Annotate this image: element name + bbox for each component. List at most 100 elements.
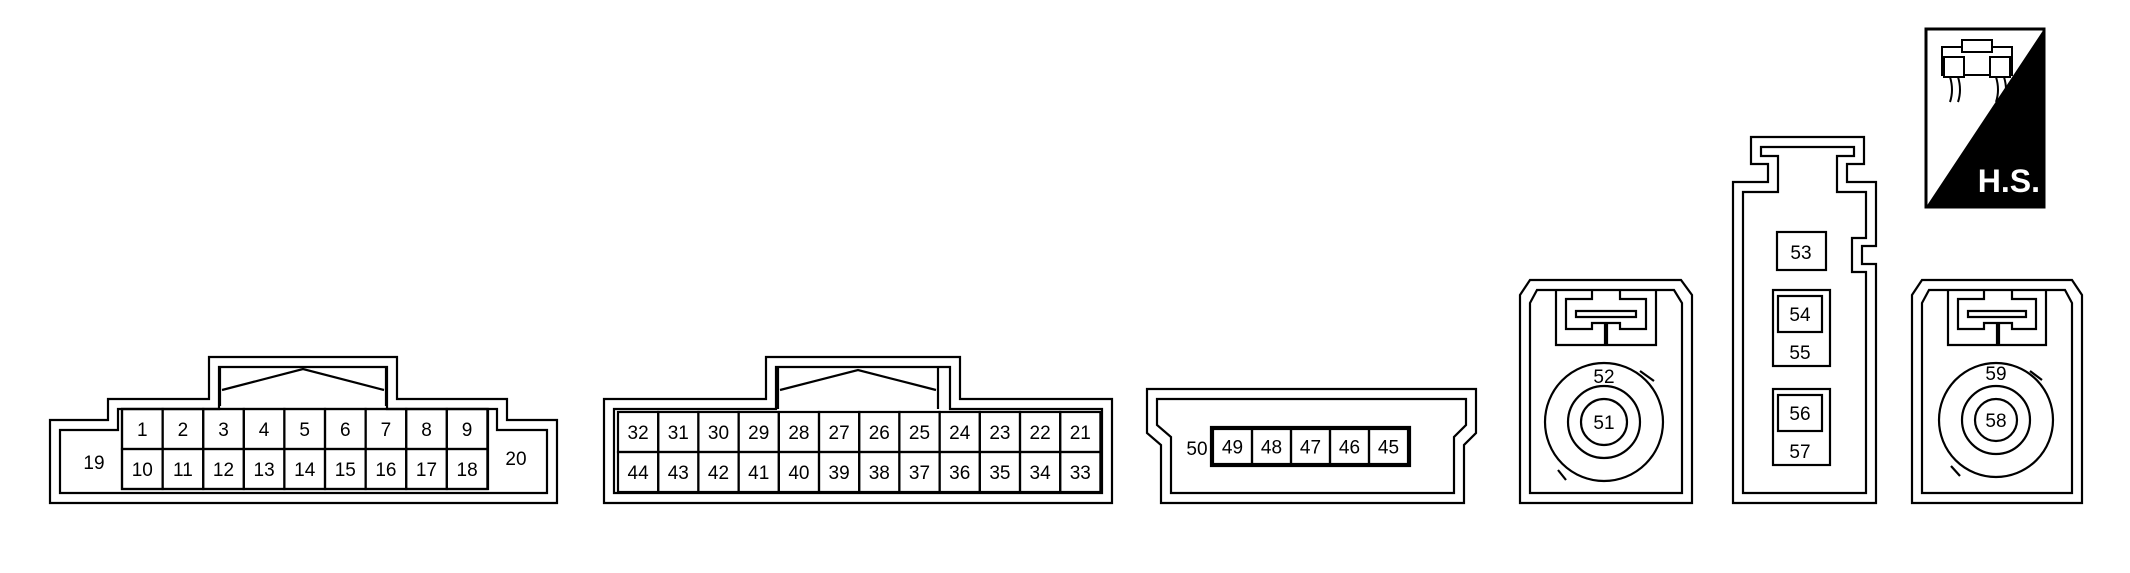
pin-label: 26 [869, 423, 890, 444]
pin-label: 46 [1339, 438, 1360, 459]
pin-label: 21 [1070, 423, 1091, 444]
connector-6-inner-outline [1920, 288, 2074, 495]
pin-label: 31 [668, 423, 689, 444]
pin-label: 18 [457, 460, 478, 481]
connector-6-ring-notch-bottom [1950, 465, 1961, 477]
connector-6-ring-notch-top [2029, 370, 2043, 381]
pin-cell [1059, 450, 1102, 494]
connector-2-lock-tab [776, 367, 940, 409]
connector-4-ring-notch-top [1639, 370, 1655, 382]
pin-label: 36 [949, 463, 970, 484]
pin-label: 10 [132, 460, 153, 481]
pin-label: 3 [218, 420, 229, 441]
connector-5-outline [1731, 135, 1878, 505]
pin-label: 22 [1030, 423, 1051, 444]
connector-4-ring [1543, 361, 1665, 483]
pin-label: 14 [294, 460, 316, 481]
connector-5-cavity-56-57 [1771, 387, 1832, 467]
connector-5-cavity-53 [1775, 230, 1828, 272]
connector-6-key-bridge [1966, 309, 2028, 319]
connector-4-key-right [1605, 289, 1658, 347]
pin-label: 53 [1790, 243, 1811, 264]
pin-label: 49 [1222, 438, 1243, 459]
pin-label: 17 [416, 460, 437, 481]
connector-1 [48, 355, 559, 505]
harness-side-connector-icon [1941, 39, 2013, 103]
pin-label: 38 [869, 463, 890, 484]
connector-1-outline [48, 355, 559, 505]
pin-cell [1367, 427, 1410, 466]
pin-label: 16 [375, 460, 396, 481]
pin-label: 32 [628, 423, 649, 444]
pin-label: 19 [83, 453, 104, 474]
pin-label: 24 [949, 423, 971, 444]
pin-label: 23 [989, 423, 1010, 444]
pin-label: 4 [259, 420, 270, 441]
badge-label: H.S. [1978, 163, 2040, 199]
connector-4-inner-outline [1528, 288, 1684, 495]
pin-label: 55 [1789, 343, 1810, 364]
pin-label: 30 [708, 423, 729, 444]
pin-cell [445, 447, 489, 491]
pin-label: 27 [829, 423, 850, 444]
pin-label: 43 [668, 463, 689, 484]
pin-label: 29 [748, 423, 769, 444]
pin-label: 57 [1789, 442, 1810, 463]
pin-label: 51 [1593, 413, 1614, 434]
connector-5-cavity-54-inner [1776, 294, 1824, 334]
pin-label: 2 [178, 420, 189, 441]
connector-2 [602, 355, 1114, 505]
connector-4-outline [1518, 278, 1694, 505]
connector-4-inner-ring [1566, 384, 1642, 460]
pin-label: 48 [1261, 438, 1282, 459]
connector-5 [1731, 135, 1878, 505]
connector-1-lock-tab [218, 367, 388, 406]
pin-label: 7 [381, 420, 392, 441]
connector-6-ring [1937, 361, 2055, 479]
pin-label: 54 [1789, 305, 1811, 326]
pin-label: 13 [254, 460, 275, 481]
pin-label: 28 [788, 423, 809, 444]
pin-label: 34 [1030, 463, 1052, 484]
pin-label: 33 [1070, 463, 1091, 484]
connector-6-key-left [1946, 289, 1999, 347]
connector-6-center [1973, 397, 2019, 443]
pin-label: 40 [788, 463, 809, 484]
connector-3-outline [1145, 387, 1478, 505]
connector-5-inner-outline [1741, 145, 1868, 495]
connector-6-outline [1910, 278, 2084, 505]
pin-label: 5 [299, 420, 310, 441]
connector-4-key-left [1554, 289, 1607, 347]
connector-4 [1518, 278, 1694, 505]
pin-label: 42 [708, 463, 729, 484]
pin-label: 9 [462, 420, 473, 441]
badge-diagonal-fill [1926, 29, 2044, 207]
pin-label: 37 [909, 463, 930, 484]
pin-label: 50 [1186, 439, 1207, 460]
connector-5-cavity-54-55 [1771, 288, 1832, 368]
pin-label: 20 [505, 449, 526, 470]
pin-label: 41 [748, 463, 769, 484]
pin-label: 11 [173, 460, 193, 481]
pin-label: 6 [340, 420, 351, 441]
pin-label: 45 [1378, 438, 1399, 459]
connector-4-ring-notch-bottom [1557, 469, 1567, 481]
pin-label: 15 [335, 460, 356, 481]
connector-3-inner-outline [1155, 397, 1468, 495]
pin-label: 25 [909, 423, 930, 444]
pin-label: 52 [1593, 367, 1614, 388]
pin-label: 39 [829, 463, 850, 484]
connector-6-inner-ring [1960, 384, 2032, 456]
connector-2-outline [602, 355, 1114, 505]
pin-label: 47 [1300, 438, 1321, 459]
connector-6-key-right [1997, 289, 2048, 347]
pin-label: 12 [213, 460, 234, 481]
pin-label: 1 [137, 420, 148, 441]
pin-label: 44 [628, 463, 650, 484]
connector-5-cavity-56-inner [1776, 393, 1824, 433]
connector-3-pin-block [1209, 425, 1412, 468]
pin-label: 35 [989, 463, 1010, 484]
connector-3 [1145, 387, 1478, 505]
pin-label: 59 [1985, 364, 2006, 385]
